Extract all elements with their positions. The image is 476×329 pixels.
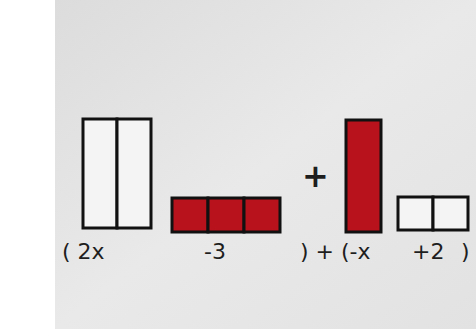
expression-term: ) + (-x (300, 241, 371, 263)
expression-term: -3 (204, 241, 226, 263)
negative-unit-tiles (172, 198, 280, 232)
negative-x-tile (346, 120, 381, 232)
plus-sign: + (302, 160, 329, 192)
expression-term: ( 2x (62, 241, 105, 263)
expression-term: ) (461, 241, 470, 263)
positive-x-tiles (83, 119, 151, 228)
positive-unit-tiles (398, 197, 468, 230)
photo-ground (55, 0, 476, 329)
expression-term: +2 (412, 241, 444, 263)
